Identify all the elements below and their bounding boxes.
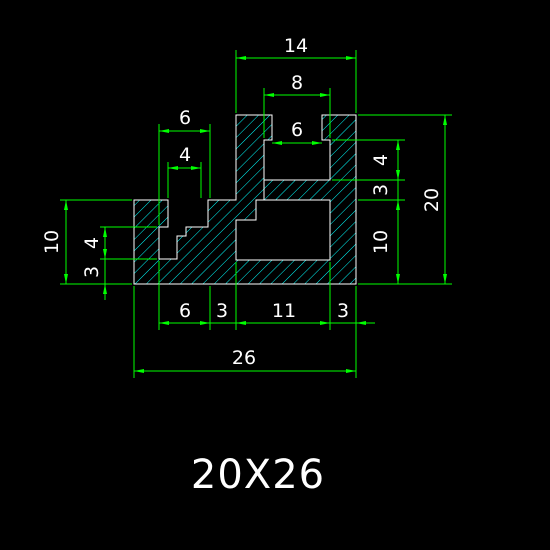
dim-right-lower: 10 xyxy=(370,230,392,254)
dim-right-total: 20 xyxy=(421,188,443,212)
dim-left-outer: 6 xyxy=(179,107,191,129)
dim-slot-opening: 8 xyxy=(291,72,303,94)
dim-left-height: 10 xyxy=(41,230,63,254)
dim-top-width: 14 xyxy=(284,35,308,57)
dim-right-middle: 3 xyxy=(370,184,392,196)
dim-left-lower: 3 xyxy=(81,266,103,278)
dim-bottom-b: 3 xyxy=(216,300,228,322)
drawing-title: 20X26 xyxy=(191,452,325,498)
dim-right-upper: 4 xyxy=(370,154,392,166)
dim-bottom-c: 11 xyxy=(272,300,296,322)
dim-slot-inner: 6 xyxy=(291,119,303,141)
dim-bottom-a: 6 xyxy=(179,300,191,322)
dim-left-upper: 4 xyxy=(81,237,103,249)
profile-section xyxy=(133,114,357,285)
dim-left-inner: 4 xyxy=(179,144,191,166)
dim-bottom-d: 3 xyxy=(337,300,349,322)
dim-overall-width: 26 xyxy=(232,347,256,369)
